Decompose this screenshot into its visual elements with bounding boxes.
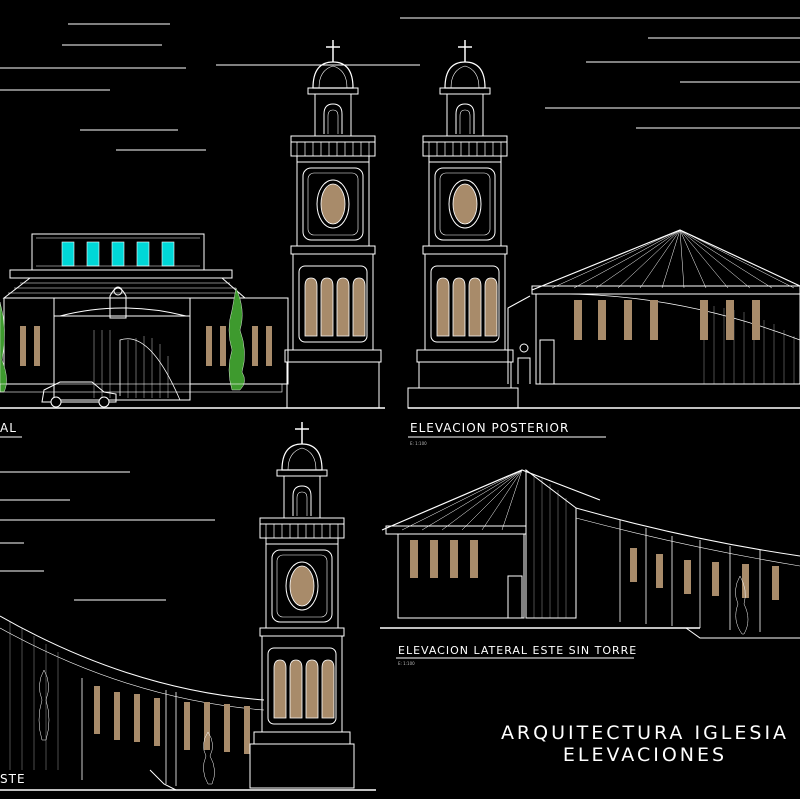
annotation-leader-lines	[0, 17, 800, 601]
bell-tower-lateral	[249, 421, 355, 789]
bell-tower-front	[284, 39, 382, 408]
frontal-elevation	[0, 233, 385, 409]
posterior-elevation	[407, 229, 800, 409]
sheet-title-line2: ELEVACIONES	[562, 744, 728, 766]
sheet-title-line1: ARQUITECTURA IGLESIA	[500, 722, 790, 744]
lateral-east-scale-label: E: 1:100	[398, 661, 415, 666]
sheet-title: ARQUITECTURA IGLESIA ELEVACIONES	[500, 722, 790, 766]
lateral-east-elevation	[380, 468, 800, 639]
posterior-elevation-label: ELEVACION POSTERIOR	[410, 421, 570, 435]
lateral-west-elevation	[0, 615, 376, 791]
lateral-east-label: ELEVACION LATERAL ESTE SIN TORRE	[398, 644, 638, 657]
posterior-scale-label: E: 1:100	[410, 441, 427, 446]
lateral-west-label: STE	[0, 772, 26, 786]
bell-tower-posterior	[416, 39, 514, 388]
frontal-elevation-label: AL	[0, 421, 17, 435]
label-underlines	[0, 436, 634, 659]
